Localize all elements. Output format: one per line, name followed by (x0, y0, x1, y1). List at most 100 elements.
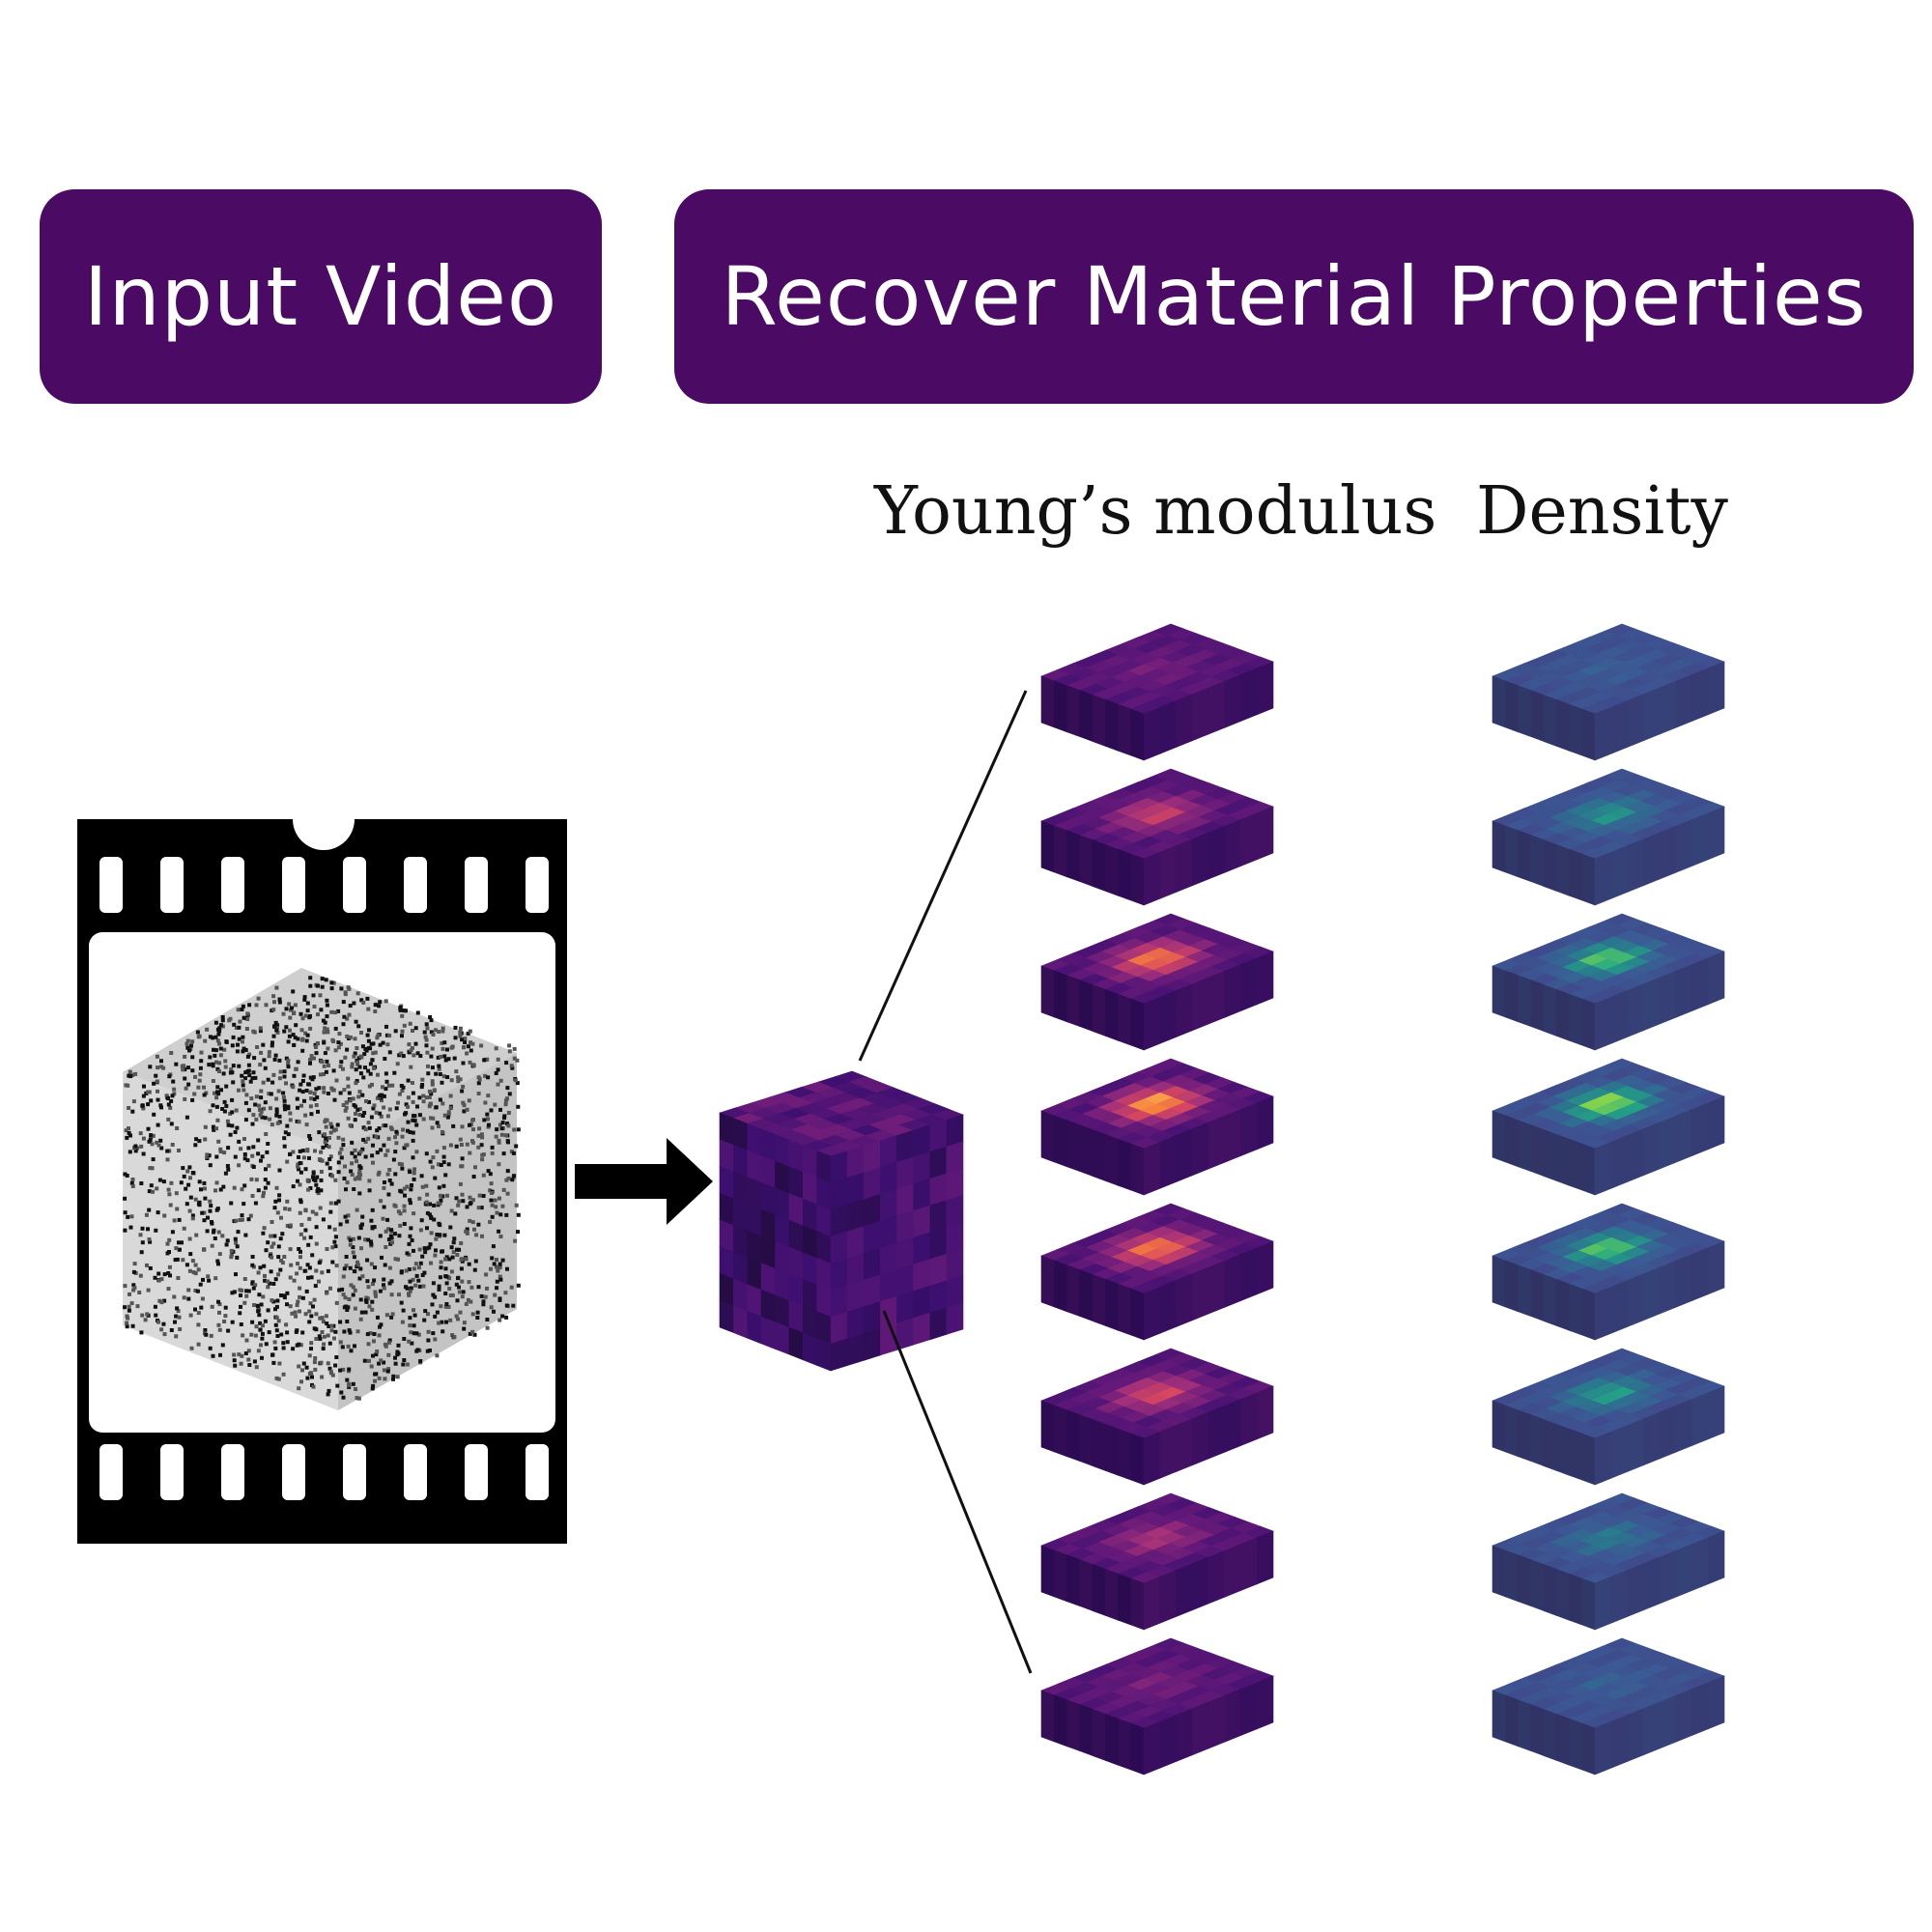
particle (430, 1125, 435, 1130)
voxel-cell (1143, 1286, 1161, 1341)
particle (244, 1293, 249, 1298)
particle (215, 1090, 219, 1094)
particle (345, 1180, 350, 1185)
particle (145, 1312, 150, 1317)
particle (504, 1315, 509, 1320)
particle (305, 1178, 310, 1182)
particle (431, 1293, 436, 1297)
particle (341, 1274, 346, 1279)
particle (336, 1135, 341, 1140)
particle (267, 1050, 271, 1055)
particle (306, 1242, 311, 1247)
voxel-cell (1118, 1718, 1132, 1771)
particle (439, 1198, 443, 1203)
particle (251, 1029, 256, 1034)
particle (476, 1285, 481, 1290)
particle (465, 1107, 469, 1112)
particle (127, 1304, 131, 1309)
particle (371, 1383, 376, 1388)
particle (277, 1114, 282, 1119)
particle (315, 1095, 320, 1099)
particle (353, 1051, 357, 1056)
particle (169, 1328, 174, 1332)
particle (459, 1143, 464, 1147)
particle (431, 1116, 436, 1121)
particle (504, 1212, 509, 1217)
particle (367, 1358, 371, 1363)
particle (425, 1050, 430, 1055)
particle (345, 1308, 350, 1312)
particle (458, 1034, 463, 1038)
particle (422, 1270, 427, 1275)
particle (372, 1103, 377, 1108)
particle (495, 1127, 499, 1132)
particle (416, 1278, 421, 1283)
particle (156, 1278, 161, 1283)
particle (449, 1208, 454, 1213)
particle (353, 1344, 356, 1349)
particle (365, 1258, 370, 1263)
particle (396, 1209, 401, 1214)
voxel-cell (1105, 1278, 1119, 1331)
voxel-cell (1594, 851, 1612, 906)
particle (181, 1258, 185, 1263)
voxel-cell (846, 1252, 865, 1286)
particle (327, 1225, 332, 1230)
particle (415, 1348, 420, 1352)
particle (488, 1188, 493, 1193)
particle (397, 1161, 402, 1166)
particle (399, 1300, 404, 1305)
voxel-cell (896, 1291, 914, 1324)
particle (504, 1061, 509, 1065)
particle (159, 1059, 163, 1064)
particle (455, 1298, 460, 1303)
particle (411, 1118, 415, 1122)
particle (258, 1026, 263, 1031)
voxel-cell (1505, 970, 1519, 1023)
particle (345, 1034, 350, 1038)
particle (126, 1214, 130, 1219)
particle (235, 1125, 240, 1130)
particle (371, 1353, 375, 1358)
particle (424, 1183, 429, 1188)
particle (135, 1304, 140, 1309)
particle (361, 1075, 366, 1080)
particle (437, 1321, 441, 1325)
particle (383, 1377, 387, 1381)
particle (242, 1300, 247, 1305)
particle (366, 1068, 371, 1073)
particle (350, 1151, 355, 1155)
particle (159, 1105, 163, 1110)
particle (243, 1118, 248, 1122)
particle (211, 1079, 215, 1083)
voxel-cell (1159, 1570, 1177, 1624)
particle (366, 1342, 371, 1347)
particle (393, 1172, 398, 1177)
particle (282, 1103, 287, 1108)
particle (398, 1211, 403, 1216)
density-slice (1492, 1348, 1725, 1486)
particle (483, 1294, 488, 1299)
voxel-cell (1192, 977, 1209, 1032)
particle (395, 1375, 400, 1379)
particle (430, 1302, 435, 1307)
particle (146, 1126, 151, 1131)
voxel-cell (1643, 1411, 1661, 1466)
particle (404, 1143, 409, 1148)
voxel-cell (913, 1151, 931, 1185)
particle (422, 1030, 427, 1035)
particle (498, 1078, 503, 1083)
particle (131, 1283, 136, 1288)
particle (345, 1320, 350, 1323)
particle (285, 1224, 290, 1228)
voxel-cell (1708, 1530, 1725, 1585)
connector-line-bottom (882, 1310, 1033, 1674)
particle (362, 1052, 367, 1057)
youngs-modulus-slice (1040, 1348, 1274, 1486)
particle (308, 983, 313, 988)
particle (390, 1240, 394, 1245)
particle (505, 1266, 509, 1271)
particle (332, 1097, 337, 1102)
particle (339, 1155, 344, 1160)
particle (460, 1279, 465, 1284)
